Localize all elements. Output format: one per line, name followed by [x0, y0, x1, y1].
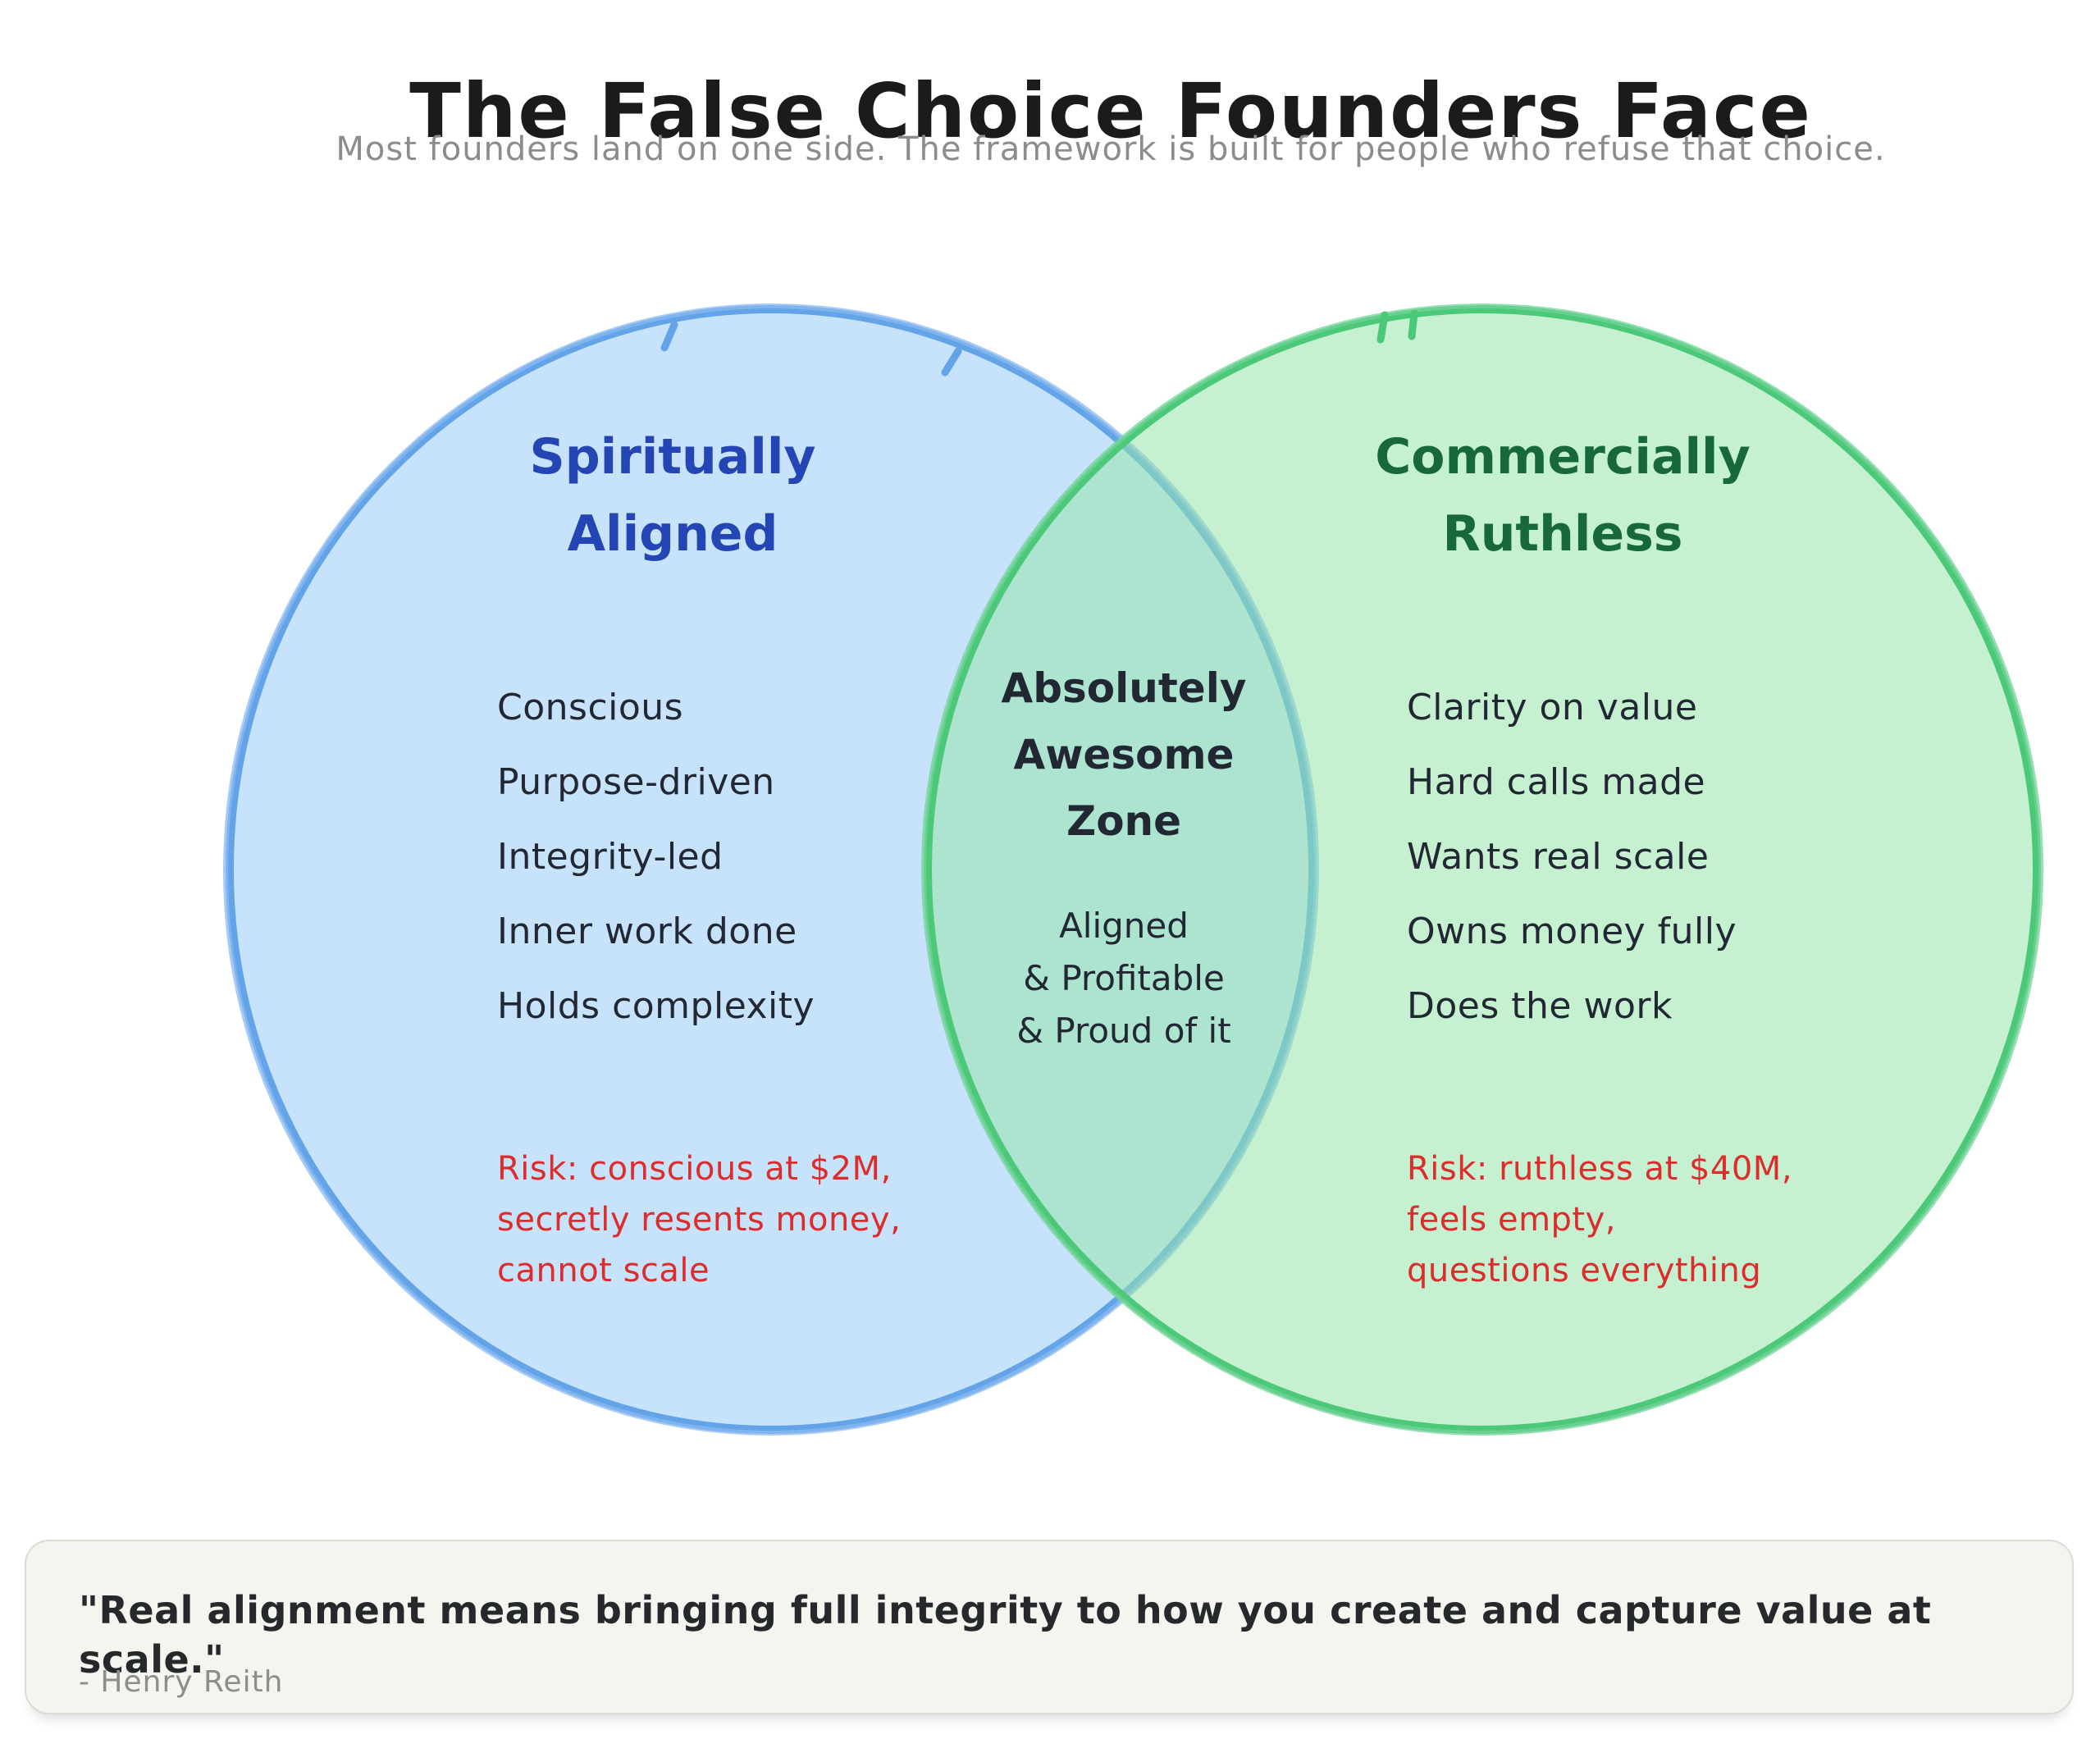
risk-line: questions everything	[1407, 1252, 1762, 1289]
overlap-zone-subtext: Aligned & Profitable & Proud of it	[878, 900, 1370, 1057]
right-circle-pen-tick	[1408, 309, 1418, 340]
quote-attribution: - Henry Reith	[79, 1665, 284, 1699]
risk-line: feels empty,	[1407, 1201, 1617, 1239]
overlap-sub-line: Aligned	[1059, 906, 1189, 946]
overlap-zone-title: Absolutely Awesome Zone	[878, 655, 1370, 855]
trait-item: Integrity-led	[497, 836, 724, 878]
right-circle-title-line: Ruthless	[1442, 505, 1683, 563]
overlap-title-line: Awesome	[1013, 731, 1235, 778]
page-title: The False Choice Founders Face	[409, 66, 1812, 155]
left-trait-list: Conscious Purpose-driven Integrity-led I…	[497, 670, 815, 1043]
left-circle-title-line: Spiritually	[529, 428, 816, 486]
left-risk-text: Risk: conscious at $2M, secretly resents…	[497, 1143, 901, 1296]
page-subtitle: Most founders land on one side. The fram…	[336, 130, 1886, 168]
right-risk-text: Risk: ruthless at $40M, feels empty, que…	[1407, 1143, 1792, 1296]
trait-item: Wants real scale	[1407, 836, 1710, 878]
risk-line: Risk: ruthless at $40M,	[1407, 1150, 1793, 1188]
risk-line: cannot scale	[497, 1252, 710, 1289]
right-circle-fill	[928, 309, 2037, 1430]
trait-item: Owns money fully	[1407, 911, 1737, 952]
right-circle-sketch-stroke	[920, 304, 2044, 1435]
trait-item: Holds complexity	[497, 985, 815, 1027]
quote-text: "Real alignment means bringing full inte…	[79, 1588, 1932, 1682]
right-circle-pen-tick	[1376, 311, 1389, 344]
trait-item: Does the work	[1407, 985, 1673, 1027]
risk-line: Risk: conscious at $2M,	[497, 1150, 892, 1188]
trait-item: Clarity on value	[1407, 687, 1698, 728]
left-circle-pen-tick	[941, 347, 962, 377]
quote-card: "Real alignment means bringing full inte…	[25, 1540, 2074, 1714]
overlap-title-line: Absolutely	[1001, 664, 1247, 712]
right-circle-shape	[924, 305, 2041, 1434]
trait-item: Conscious	[497, 687, 684, 728]
left-circle-title-line: Aligned	[567, 505, 778, 563]
left-circle-title: Spiritually Aligned	[418, 418, 927, 573]
right-circle-title-line: Commercially	[1375, 428, 1751, 486]
risk-line: secretly resents money,	[497, 1201, 902, 1239]
overlap-sub-line: & Proud of it	[1016, 1011, 1231, 1051]
left-circle-pen-tick	[660, 321, 678, 352]
right-trait-list: Clarity on value Hard calls made Wants r…	[1407, 670, 1737, 1043]
overlap-sub-line: & Profitable	[1023, 958, 1225, 998]
trait-item: Purpose-driven	[497, 761, 775, 803]
trait-item: Inner work done	[497, 911, 797, 952]
trait-item: Hard calls made	[1407, 761, 1706, 803]
overlap-title-line: Zone	[1066, 797, 1182, 845]
right-circle-title: Commercially Ruthless	[1308, 418, 1817, 573]
